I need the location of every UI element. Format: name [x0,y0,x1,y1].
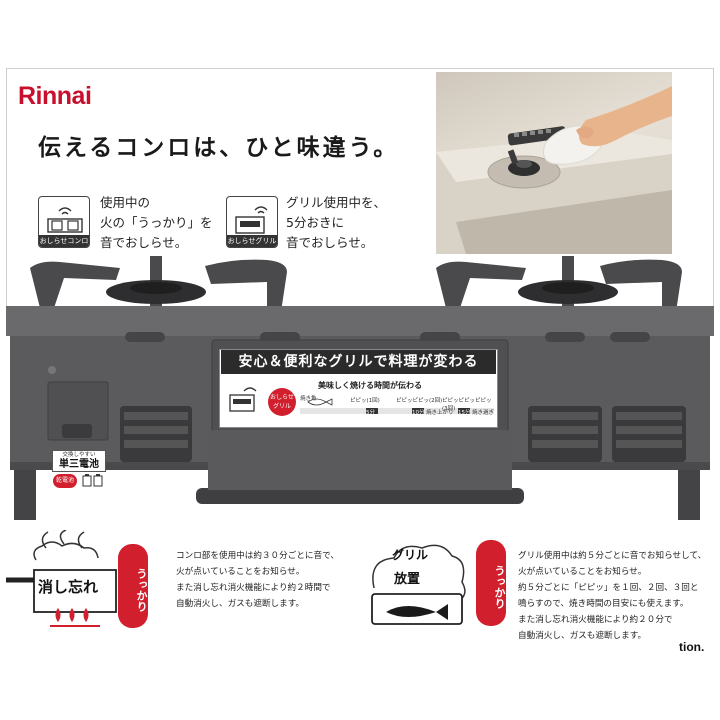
grill-bell-icon [235,206,268,234]
oops-bubble: うっかり [118,544,148,628]
right-description: グリル使用中は約５分ごとに音でお知らせして、 火が点いていることをお知らせ。 約… [518,548,706,644]
left-label: 焼き魚 [300,396,317,402]
hand-wiping-illustration [436,86,672,254]
feature-line: 音でおしらせ。 [100,235,188,250]
beep-label: ピピッピピッピピッ(3回) [442,398,492,412]
desc-line: 火が点いていることをお知らせ。 [176,567,305,577]
beep-label: ピピッ(1回) [350,398,380,404]
time-mark: 10分 [412,410,425,416]
feature-line: 音でおしらせ。 [286,235,374,250]
grill-panel-title: 安心＆便利なグリルで料理が変わる [221,350,496,374]
desc-line: グリル使用中は約５分ごとに音でお知らせして、 [518,551,707,561]
grill-timeline: 焼き魚 ピピッ(1回) ピピッピピッ(2回) ピピッピピッピピッ(3回) 5分 … [300,396,494,418]
brand-logo: Rinnai [18,82,92,110]
feature-line: グリル使用中を、 [286,195,387,210]
time-mark: 5分 [366,410,375,416]
grill-panel-subtitle: 美味しく焼ける時間が伝わる [318,381,422,390]
cut-off-text: tion. [679,640,705,654]
battery-caption: 交換しやすい [62,452,96,458]
battery-icon [82,474,103,487]
desc-line: 自動消火し、ガスも遮断します。 [518,631,647,641]
desc-line: 火が点いていることをお知らせ。 [518,567,647,577]
grill-label: グリル [392,548,429,562]
leave-label: 放置 [394,572,421,587]
battery-name: 単三電池 [59,459,99,470]
grill-illustration [371,544,466,625]
feature-text: グリル使用中を、 5分おきに 音でおしらせ。 [286,193,386,253]
oops-bubble: うっかり [476,540,506,626]
timeline-bar [300,398,494,414]
desc-line: 鳴らすので、焼き時間の目安にも使えます。 [518,599,689,609]
feature-line: 5分おきに [286,215,344,230]
feature-grill-icon: おしらせグリル [226,196,278,248]
desc-line: コンロ部を使用中は約３０分ごとに音で、 [176,551,339,561]
pot-illustration [6,530,117,627]
forgot-label: 消し忘れ [38,578,99,596]
grill-icon [229,387,257,412]
feature-text: 使用中の 火の「うっかり」を 音でおしらせ。 [100,193,213,253]
battery-label: 交換しやすい 単三電池 [52,450,106,472]
state-label: 焼き過ぎ [472,410,495,416]
feature-stove-icon: おしらせコンロ [38,196,90,248]
state-label: 焼き上がり [426,410,454,416]
stove-bell-icon [47,207,83,233]
feature-badge: おしらせコンロ [39,235,89,247]
battery-badge: 乾電池 [53,474,77,488]
desc-line: また消し忘れ消火機能により約２０分で [518,615,673,625]
flame-icon [55,608,89,622]
desc-line: また消し忘れ消火機能により約２時間で [176,583,331,593]
wiping-photo [436,72,672,254]
headline: 伝えるコンロは、ひと味違う。 [38,135,400,161]
desc-line: 約５分ごとに「ピピッ」を１回、２回、３回と [518,583,699,593]
fish-icon [386,604,448,620]
desc-line: 自動消火し、ガスも遮断します。 [176,599,305,609]
grill-badge: おしらせグリル [268,388,296,416]
beep-label: ピピッピピッ(2回) [396,398,443,404]
time-mark: 15分 [458,410,471,416]
feature-line: 火の「うっかり」を [100,215,213,230]
feature-badge: おしらせグリル [227,235,277,247]
feature-line: 使用中の [100,195,151,210]
left-description: コンロ部を使用中は約３０分ごとに音で、 火が点いていることをお知らせ。 また消し… [176,548,339,612]
